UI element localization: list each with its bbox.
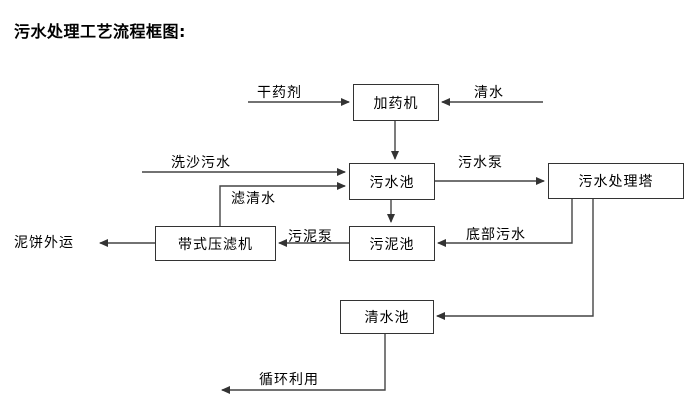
label-bottom-sewage: 底部污水 bbox=[466, 227, 526, 243]
label-filtered-water: 滤清水 bbox=[231, 191, 276, 207]
label-sand-wash-sewage: 洗沙污水 bbox=[171, 155, 231, 171]
label-recycle-reuse: 循环利用 bbox=[259, 372, 319, 388]
label-dry-chemical: 干药剂 bbox=[257, 85, 302, 101]
label-clean-water: 清水 bbox=[474, 85, 504, 101]
edge-bottom-sewage-to-sludge-pool bbox=[437, 199, 573, 247]
node-sludge-pool[interactable]: 污泥池 bbox=[349, 226, 435, 261]
node-dosing-machine[interactable]: 加药机 bbox=[353, 84, 439, 121]
node-treatment-tower[interactable]: 污水处理塔 bbox=[548, 163, 684, 199]
edge-filtered-water-to-sewage-pool bbox=[219, 182, 346, 226]
edge-tower-to-clear-water-pool bbox=[436, 199, 594, 320]
label-sludge-pump: 污泥泵 bbox=[288, 229, 333, 245]
label-mud-cake-out: 泥饼外运 bbox=[14, 235, 74, 251]
label-sewage-pump: 污水泵 bbox=[458, 155, 503, 171]
node-clear-water-pool[interactable]: 清水池 bbox=[340, 300, 434, 334]
node-sewage-pool[interactable]: 污水池 bbox=[349, 163, 435, 200]
node-belt-filter-press[interactable]: 带式压滤机 bbox=[155, 226, 276, 261]
page-title: 污水处理工艺流程框图: bbox=[14, 22, 186, 41]
edge-clear-water-to-recycle bbox=[221, 334, 386, 394]
